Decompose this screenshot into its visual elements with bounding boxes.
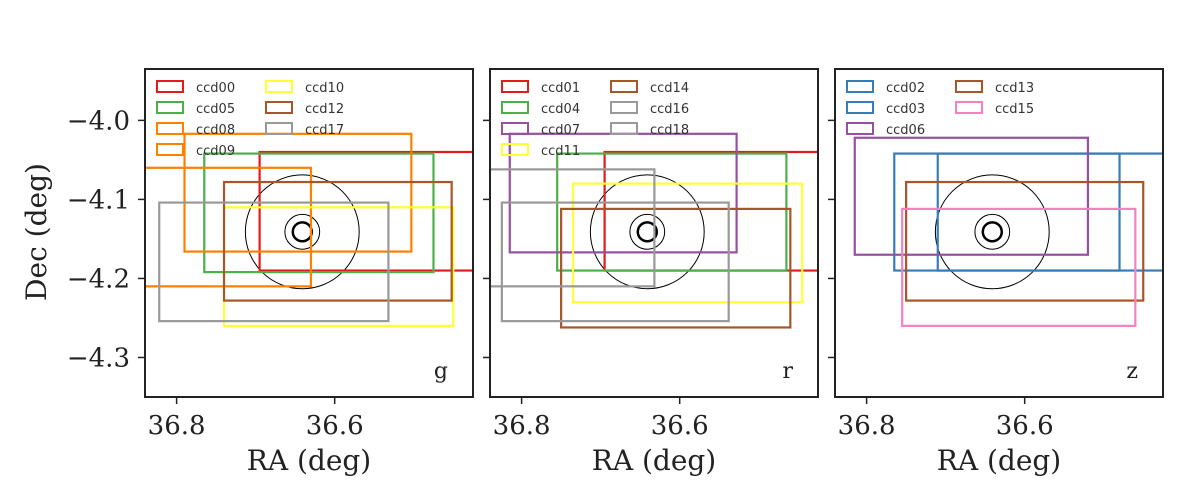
panel-plot-area: [490, 132, 818, 329]
ccd-footprint-ccd05: [203, 152, 435, 274]
ccd-footprint-ccd06: [853, 136, 1090, 256]
legend-swatch-ccd07: [501, 122, 529, 135]
ccd-footprint-ccd02: [893, 152, 1121, 272]
target-circle: [291, 221, 314, 243]
panel-r: 36.8 36.6RA (deg) r ccd01 ccd14 ccd04 ccd16 ccd…: [483, 68, 819, 477]
legend-swatch-ccd06: [846, 122, 874, 135]
legend-label-ccd15: ccd15: [995, 102, 1034, 117]
legend-swatch-ccd12: [265, 101, 293, 114]
legend-label-ccd14: ccd14: [650, 81, 689, 96]
legend-label-ccd08: ccd08: [196, 123, 235, 138]
panel-frame: [144, 68, 474, 398]
ccd-footprint-ccd17: [158, 201, 390, 323]
target-circle: [974, 213, 1011, 250]
legend-label-ccd00: ccd00: [196, 81, 235, 96]
target-circle: [636, 221, 659, 243]
legend-swatch-ccd05: [156, 101, 184, 114]
ccd-footprint-ccd12: [222, 180, 453, 302]
legend-swatch-ccd03: [846, 101, 874, 114]
legend-label-ccd02: ccd02: [886, 81, 925, 96]
legend-label-ccd12: ccd12: [305, 102, 344, 117]
panel-frame: [489, 68, 819, 398]
legend-label-ccd13: ccd13: [995, 81, 1034, 96]
target-circle: [589, 174, 705, 290]
legend-swatch-ccd01: [501, 80, 529, 93]
ccd-footprint-ccd03: [936, 152, 1163, 272]
legend-label-ccd06: ccd06: [886, 123, 925, 138]
y-tick-label: −4.2: [67, 264, 130, 294]
x-axis-label: RA (deg): [592, 444, 716, 477]
legend-swatch-ccd04: [501, 101, 529, 114]
ccd-footprint-ccd13: [905, 180, 1145, 302]
legend-swatch-ccd15: [955, 101, 983, 114]
ccd-footprint-ccd15: [901, 207, 1137, 327]
y-tick-label: −4.1: [67, 185, 130, 215]
legend-label-ccd05: ccd05: [196, 102, 235, 117]
ccd-footprint-ccd04: [556, 152, 788, 272]
legend-label-ccd07: ccd07: [541, 123, 580, 138]
legend-swatch-ccd10: [265, 80, 293, 93]
x-tick-label: 36.8: [148, 411, 206, 441]
legend-swatch-ccd02: [846, 80, 874, 93]
legend-swatch-ccd18: [610, 122, 638, 135]
x-tick-label: 36.6: [306, 411, 364, 441]
legend-swatch-ccd14: [610, 80, 638, 93]
legend-label-ccd09: ccd09: [196, 144, 235, 159]
ccd-footprint-ccd08: [183, 132, 413, 253]
x-tick-label: 36.8: [493, 411, 551, 441]
band-label: z: [1126, 359, 1138, 384]
legend-label-ccd18: ccd18: [650, 123, 689, 138]
legend-swatch-ccd17: [265, 122, 293, 135]
target-circle: [629, 213, 666, 250]
legend-swatch-ccd09: [156, 143, 184, 156]
ccd-footprint-ccd10: [222, 206, 455, 327]
x-tick-label: 36.6: [651, 411, 709, 441]
y-axis-label: Dec (deg): [20, 163, 53, 301]
x-axis-label: RA (deg): [937, 444, 1061, 477]
x-tick-label: 36.6: [996, 411, 1054, 441]
band-label: r: [782, 359, 793, 384]
x-tick-label: 36.8: [838, 411, 896, 441]
ccd-footprint-ccd18: [490, 168, 656, 288]
legend-label-ccd04: ccd04: [541, 102, 580, 117]
ccd-footprint-ccd11: [571, 182, 804, 304]
legend-label-ccd10: ccd10: [305, 81, 344, 96]
ccd-footprint-ccd09: [145, 166, 313, 288]
legend-label-ccd16: ccd16: [650, 102, 689, 117]
ccd-footprint-ccd16: [500, 201, 730, 323]
legend-swatch-ccd16: [610, 101, 638, 114]
legend-label-ccd17: ccd17: [305, 123, 344, 138]
legend-label-ccd11: ccd11: [541, 144, 580, 159]
ccd-footprint-ccd14: [560, 207, 792, 329]
target-circle: [284, 213, 321, 250]
legend-label-ccd01: ccd01: [541, 81, 580, 96]
legend-label-ccd03: ccd03: [886, 102, 925, 117]
panel-g: 36.8 36.6 −4.0 −4.1 −4.2 −4.3 RA (deg) g ccd00 cc…: [67, 68, 474, 477]
panel-frame: [834, 68, 1164, 398]
legend-swatch-ccd11: [501, 143, 529, 156]
target-circle: [934, 174, 1050, 290]
y-tick-label: −4.0: [67, 106, 130, 136]
y-tick-label: −4.3: [67, 343, 130, 373]
target-circle: [981, 221, 1004, 243]
legend-swatch-ccd13: [955, 80, 983, 93]
x-axis-label: RA (deg): [247, 444, 371, 477]
ccd-footprint-ccd00: [258, 150, 473, 272]
legend-swatch-ccd00: [156, 80, 184, 93]
legend-swatch-ccd08: [156, 122, 184, 135]
target-circle: [244, 174, 360, 290]
panel-z: 36.8 36.6RA (deg) z ccd02 ccd13 ccd03 ccd15 ccd…: [828, 68, 1164, 477]
panel-plot-area: [145, 132, 473, 327]
band-label: g: [434, 359, 448, 384]
panel-plot-area: [853, 136, 1163, 327]
